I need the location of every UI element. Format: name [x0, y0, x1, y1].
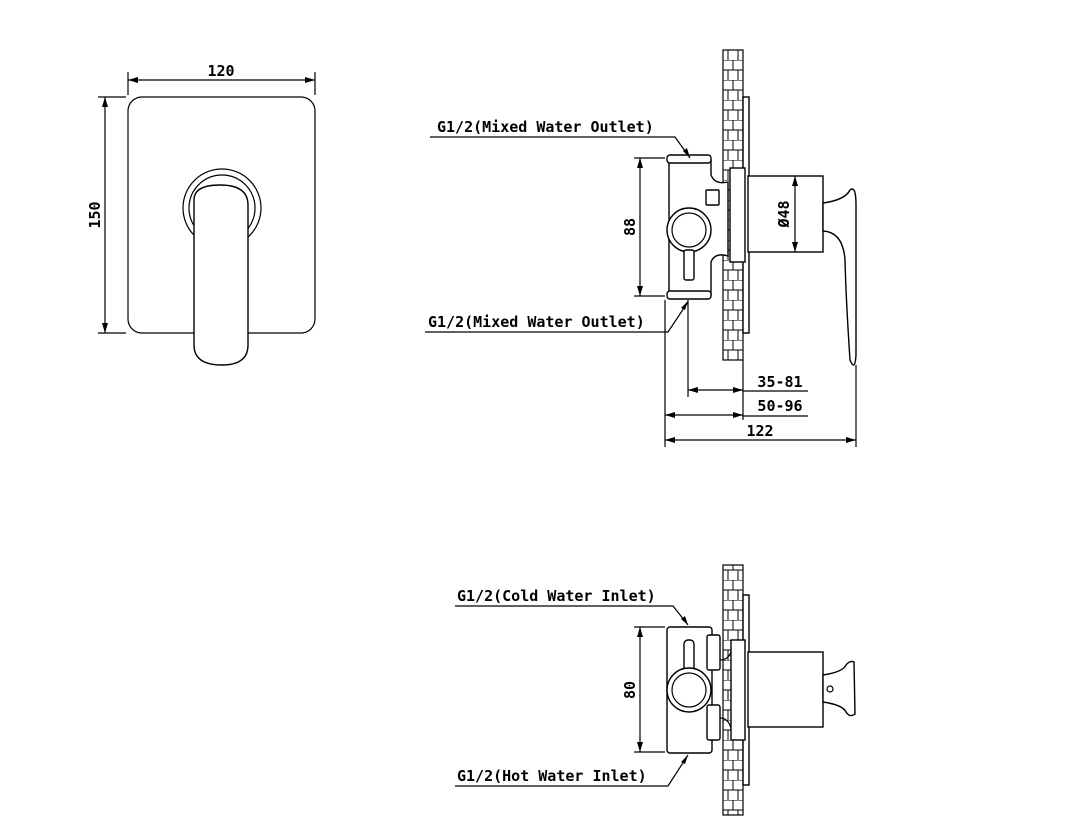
stem: [683, 249, 695, 281]
height-label: 150: [86, 201, 104, 228]
side-view-inlet: 80 G1/2(Cold Water Inlet) G1/2(Hot Water…: [455, 564, 856, 816]
total-depth-label: 122: [746, 422, 773, 440]
top-port-label: G1/2(Mixed Water Outlet): [437, 118, 654, 136]
lever-handle: [193, 184, 249, 366]
wall-depth-label-1: 35-81: [757, 373, 802, 391]
lever-side: [822, 188, 857, 366]
cartridge-cylinder: [747, 651, 824, 728]
flange: [730, 639, 746, 741]
cold-inlet-tab: [706, 634, 721, 671]
hot-inlet-tab: [706, 704, 721, 741]
inlet-ring: [671, 212, 707, 248]
bottom-outlet-port: [666, 290, 712, 300]
body-height-label: 80: [621, 681, 639, 699]
width-label: 120: [207, 62, 234, 80]
inlet-ring: [671, 672, 707, 708]
width-dimension-line: [127, 72, 316, 95]
handle-knob: [822, 660, 856, 717]
diameter-label: Ø48: [775, 200, 793, 228]
side-view-outlet: 88 Ø48 35-81 50-96 122 G1/2(Mixed Water …: [425, 49, 857, 447]
bottom-port-label: G1/2(Mixed Water Outlet): [428, 313, 645, 331]
cold-port-label: G1/2(Cold Water Inlet): [457, 587, 656, 605]
wall-depth-label-2: 50-96: [757, 397, 802, 415]
hot-port-label: G1/2(Hot Water Inlet): [457, 767, 647, 785]
body-height-label: 88: [621, 218, 639, 236]
cartridge-cylinder: [747, 175, 824, 253]
small-stop: [705, 189, 720, 206]
set-screw-icon: [826, 685, 834, 693]
height-dimension-line: [98, 96, 126, 334]
flange: [729, 167, 746, 263]
front-view: 120 150: [86, 62, 316, 366]
